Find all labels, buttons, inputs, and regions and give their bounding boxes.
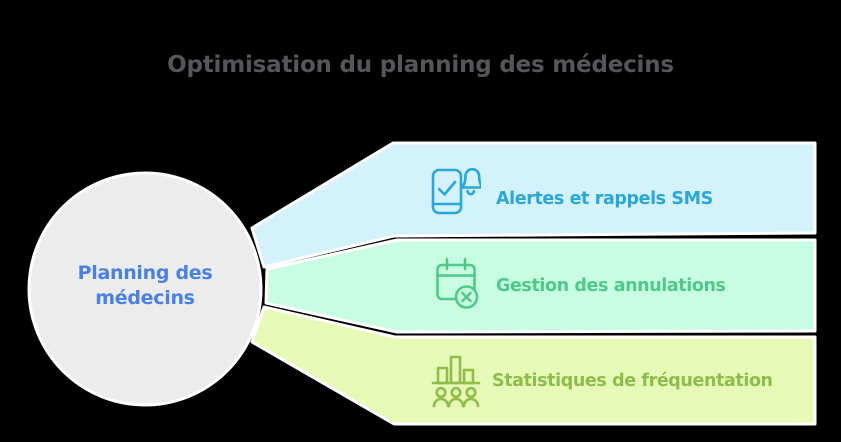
branch-label-statistiques: Statistiques de fréquentation (492, 371, 773, 391)
branch-band-statistiques (250, 305, 817, 426)
branch-band-alertes (250, 141, 817, 269)
branch-label-alertes: Alertes et rappels SMS (496, 189, 713, 209)
phone-bell-check-icon (429, 159, 481, 217)
central-node-label: Planning des médecins (77, 262, 213, 309)
branch-label-annulations: Gestion des annulations (496, 276, 726, 296)
page-title: Optimisation du planning des médecins (167, 52, 674, 78)
calendar-cancel-icon (434, 256, 480, 312)
branch-band-annulations (264, 238, 817, 334)
central-node-circle (27, 171, 263, 407)
bar-chart-people-icon (431, 350, 481, 408)
